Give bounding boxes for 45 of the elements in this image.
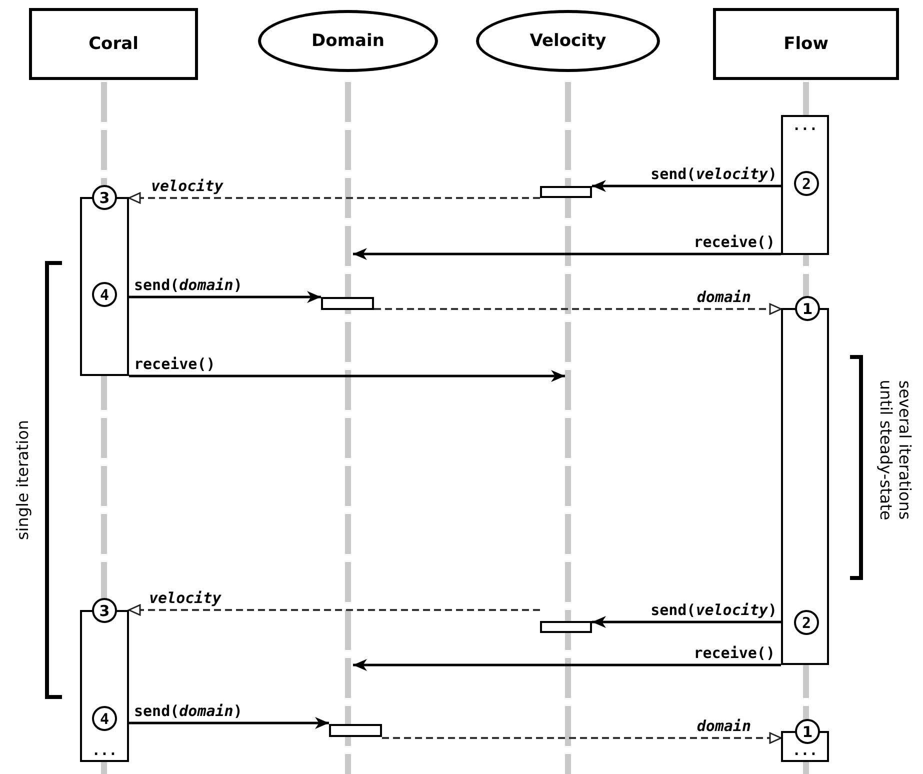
step-circle	[92, 185, 117, 210]
step-circle	[795, 296, 820, 321]
ellipsis-text: ...	[792, 744, 818, 758]
return-arrow	[382, 732, 782, 744]
message-arrow	[353, 659, 781, 671]
activation-bar	[540, 186, 592, 198]
participant-name: Domain	[312, 31, 384, 51]
step-circle	[794, 171, 819, 196]
participant-name: Velocity	[530, 31, 606, 51]
message-arrow	[353, 248, 781, 260]
step-number: 2	[802, 616, 812, 630]
return-arrow	[128, 604, 540, 616]
bracket-label: several iterations until steady-state	[875, 378, 915, 522]
step-number: 1	[802, 300, 813, 318]
participant-box	[713, 8, 899, 80]
step-number: 1	[802, 722, 813, 740]
bracket-label: single iteration	[12, 418, 32, 542]
step-number: 3	[99, 602, 110, 620]
message-arrow	[129, 717, 329, 729]
step-circle	[795, 719, 820, 744]
step-number: 3	[99, 188, 110, 206]
step-circle	[92, 706, 117, 731]
message-arrow	[592, 180, 781, 192]
message-arrow	[592, 616, 781, 628]
message-arrow	[129, 291, 321, 303]
return-arrow	[374, 303, 782, 315]
message-arrow	[129, 370, 565, 382]
step-number: 4	[100, 712, 110, 726]
return-arrow	[128, 192, 540, 204]
ellipsis-text: ...	[792, 119, 818, 133]
step-number: 2	[802, 176, 812, 190]
activation-bar	[540, 621, 592, 633]
step-circle	[794, 610, 819, 635]
message-label: velocity	[150, 177, 224, 195]
step-circle	[92, 282, 117, 307]
activation-bar	[329, 724, 382, 737]
activation-bar	[321, 297, 374, 310]
message-label: velocity	[148, 589, 222, 607]
participant-box	[29, 8, 198, 80]
participant-name: Coral	[88, 34, 138, 54]
step-number: 4	[100, 288, 110, 302]
activation-bar	[781, 115, 829, 255]
step-circle	[92, 598, 117, 623]
participant-name: Flow	[784, 34, 828, 54]
ellipsis-text: ...	[92, 744, 118, 758]
